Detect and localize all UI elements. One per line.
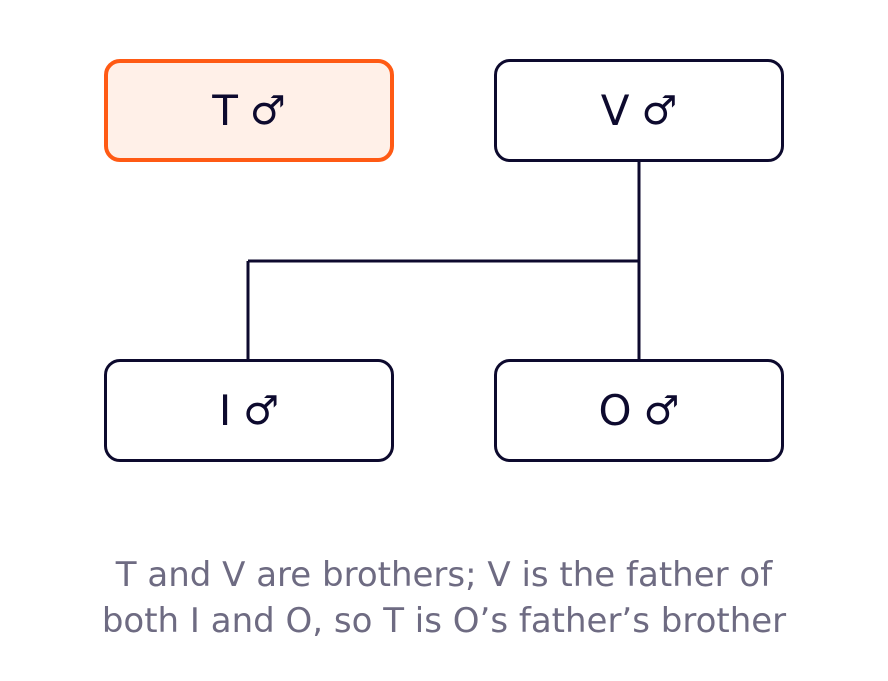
person-node-o: O ♂ [494, 359, 784, 462]
person-name: I [218, 386, 232, 435]
male-symbol-icon: ♂ [243, 387, 280, 434]
caption-line-2: both I and O, so T is O’s father’s broth… [101, 601, 787, 641]
male-symbol-icon: ♂ [641, 87, 678, 134]
person-name: V [600, 86, 630, 135]
diagram-caption: T and V are brothers; V is the father of… [0, 552, 888, 644]
person-node-i: I ♂ [104, 359, 394, 462]
person-name: T [212, 86, 238, 135]
person-node-v: V ♂ [494, 59, 784, 162]
male-symbol-icon: ♂ [249, 87, 286, 134]
person-node-t: T ♂ [104, 59, 394, 162]
male-symbol-icon: ♂ [643, 387, 680, 434]
person-name: O [598, 386, 632, 435]
caption-line-1: T and V are brothers; V is the father of [115, 555, 773, 595]
